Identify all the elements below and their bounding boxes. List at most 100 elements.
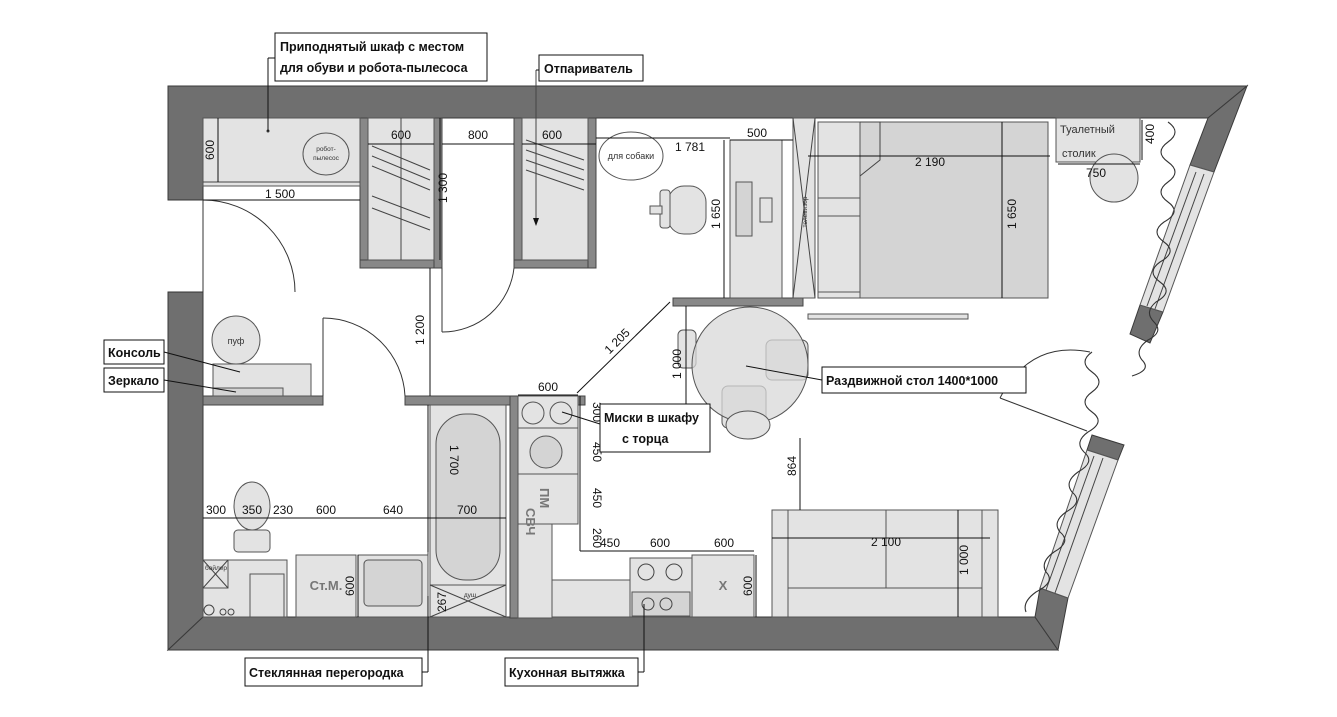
dog-bed	[598, 131, 664, 181]
dim-300: 300	[206, 503, 226, 517]
wall-wardrobe-bottom-left	[359, 259, 443, 269]
dim-450-b: 450	[590, 488, 604, 508]
callout-console	[103, 339, 165, 365]
callout-glass-partition	[244, 657, 423, 687]
dim-700: 700	[457, 503, 477, 517]
dim-260: 260	[590, 528, 604, 548]
dim-600-b: 600	[542, 128, 562, 142]
dishwasher-label: ПМ	[537, 488, 552, 508]
callout-kitchen-hood	[504, 657, 639, 687]
microwave-label: СВЧ	[523, 508, 538, 535]
dim-600-k1: 600	[650, 536, 670, 550]
wall-wardrobe-left	[359, 117, 369, 269]
dim-640: 640	[383, 503, 403, 517]
outer-wall-left	[167, 291, 204, 652]
dim-1700: 1 700	[447, 445, 461, 475]
dressing-stool	[1089, 153, 1139, 203]
robot-vacuum-label-1: робот-	[316, 145, 336, 153]
dim-750: 750	[1086, 166, 1106, 180]
callout-raised-wardrobe-line2: для обуви и робота-пылесоса	[280, 61, 469, 75]
dim-600-bowls: 600	[538, 380, 558, 394]
robot-vacuum-label-2: пылесос	[313, 155, 340, 162]
kitchen-counter	[551, 579, 631, 618]
washing-machine	[295, 554, 357, 618]
callout-mirror	[103, 367, 165, 393]
dog-bed-label: для собаки	[608, 151, 654, 161]
robot-vacuum	[302, 132, 350, 176]
pouf-label: пуф	[228, 336, 245, 346]
dim-1200: 1 200	[413, 315, 427, 345]
callout-bowls-line1: Миски в шкафу	[604, 411, 699, 425]
callout-raised-wardrobe-line1: Приподнятый шкаф с местом	[280, 40, 464, 54]
curtain-upper	[1131, 121, 1176, 377]
window-upper	[1139, 164, 1215, 313]
dim-450-c: 450	[600, 536, 620, 550]
callout-mirror-text: Зеркало	[108, 374, 159, 388]
callout-glass-partition-text: Стеклянная перегородка	[249, 666, 405, 680]
dim-600-k-v: 600	[741, 576, 755, 596]
boiler-label: бойлер	[205, 564, 227, 572]
dining-table	[677, 306, 809, 440]
dim-230: 230	[273, 503, 293, 517]
dim-350: 350	[242, 503, 262, 517]
callout-steamer-text: Отпариватель	[544, 62, 633, 76]
dim-1650-bed: 1 650	[1005, 199, 1019, 229]
dim-800: 800	[468, 128, 488, 142]
callout-extending-table-text: Раздвижной стол 1400*1000	[826, 374, 998, 388]
dim-1300: 1 300	[436, 173, 450, 203]
bed	[817, 121, 1049, 299]
dim-2190: 2 190	[915, 155, 945, 169]
curtain-lower	[1024, 351, 1100, 613]
callout-steamer	[538, 54, 644, 82]
window-lower	[1039, 449, 1119, 599]
fridge-mark: X	[719, 578, 728, 593]
dim-864: 864	[785, 456, 799, 476]
callout-raised-wardrobe	[274, 32, 488, 82]
callout-bowls-line2: с торца	[622, 432, 669, 446]
dim-267: 267	[435, 592, 449, 612]
mirror	[212, 387, 284, 397]
outer-wall-bottom	[166, 616, 1059, 651]
dim-1205: 1 205	[602, 325, 633, 356]
wardrobe-door[interactable]	[441, 267, 515, 333]
dim-2100: 2 100	[871, 535, 901, 549]
dim-600-a: 600	[391, 128, 411, 142]
wall-wardrobe-right	[587, 117, 597, 269]
sofa	[771, 509, 999, 618]
dressing-table-label-1: Туалетный	[1060, 124, 1115, 136]
kitchen-column	[517, 395, 579, 619]
dim-1781: 1 781	[675, 140, 705, 154]
dim-1000-sofa: 1 000	[957, 545, 971, 575]
wall-bath-kitchen	[509, 395, 519, 619]
fridge	[691, 554, 755, 618]
wall-bedroom-partition	[672, 297, 804, 307]
keyboard	[735, 181, 753, 237]
bathroom-door[interactable]	[322, 317, 406, 397]
wardrobe-2	[521, 117, 589, 261]
monitor	[759, 197, 773, 223]
dim-1000-table: 1 000	[670, 349, 684, 379]
dim-600-mid: 600	[316, 503, 336, 517]
washer-label: Ст.М.	[310, 578, 343, 593]
dim-1500: 1 500	[265, 187, 295, 201]
dim-400: 400	[1143, 124, 1157, 144]
wall-wardrobe-bottom-right	[513, 259, 597, 269]
tv-label: телевизор	[802, 196, 809, 227]
toilet	[233, 481, 271, 553]
dim-600-wm: 600	[343, 576, 357, 596]
callout-extending-table	[821, 366, 1027, 394]
wall-hall-bath-left	[202, 395, 324, 406]
entrance-door[interactable]	[168, 199, 296, 293]
dim-1650-desk: 1 650	[709, 199, 723, 229]
oven	[631, 591, 691, 617]
dressing-table	[1055, 117, 1141, 163]
wall-wardrobe-mid2	[513, 117, 523, 269]
callout-console-text: Консоль	[108, 346, 161, 360]
dimension-lines	[203, 118, 1143, 617]
dressing-table-label-2: столик	[1062, 148, 1096, 160]
callout-kitchen-hood-text: Кухонная вытяжка	[509, 666, 626, 680]
desk-chair	[649, 185, 707, 235]
callout-bowls	[599, 403, 711, 453]
dim-600-k2: 600	[714, 536, 734, 550]
